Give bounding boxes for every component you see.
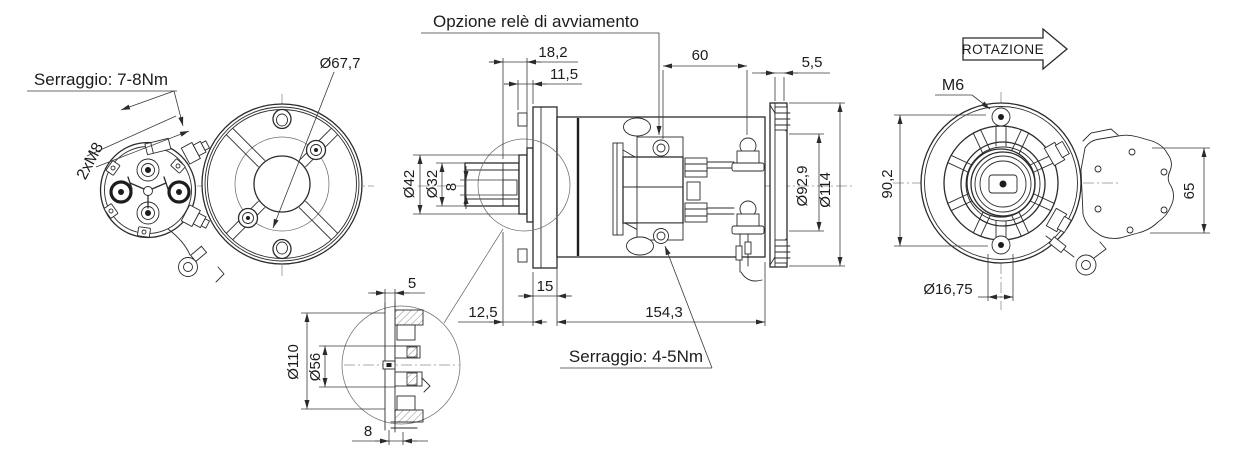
dim-spline-length-group: 18,2 (489, 44, 578, 159)
mounting-flange (517, 106, 558, 269)
stud-wires (735, 233, 763, 282)
relay-option-leader (421, 32, 662, 135)
wire-connector (190, 245, 208, 263)
rear-view: Serraggio: 7-8Nm 2xM8 Ø67,7 (27, 55, 374, 283)
detail-dim-plate: 5 (408, 275, 416, 292)
detail-dim-flange-dia: Ø110 (285, 344, 302, 380)
relay-bottom-nut (653, 228, 669, 244)
side-torque-label: Serraggio: 4-5Nm (569, 347, 703, 366)
dim-terminal-span-group: 60 (662, 47, 748, 139)
flange-screw-ne (305, 139, 327, 161)
flange-center-hole (253, 155, 311, 213)
relay-option-label: Opzione relè di avviamento (433, 12, 639, 31)
dim-cap-offset: 5,5 (802, 54, 823, 71)
relay-terminals (684, 157, 735, 223)
bolt-circle (234, 136, 330, 232)
dim-key-width: 8 (443, 183, 460, 191)
dim-bolt-span-group: 90,2 (879, 114, 988, 247)
dim-cap-offset-group: 5,5 (752, 54, 830, 101)
side-solenoid (612, 117, 765, 282)
dim-bolt-span: 90,2 (879, 169, 896, 198)
dim-cap-dia: Ø114 (817, 172, 834, 208)
dim-shaft-dia-group: Ø32 (424, 162, 465, 207)
cover-top-tab (1082, 128, 1119, 142)
front-view: ROTAZIONE M6 90,2 65 Ø16,75 (879, 27, 1210, 310)
dim-collar-dia-group: Ø42 (401, 154, 519, 215)
detail-dim-depth: 8 (364, 423, 372, 440)
dim-key-width-group: 8 (443, 166, 503, 209)
solenoid-wire (167, 228, 191, 256)
dim-cap-height: 65 (1181, 183, 1198, 200)
front-wire (1045, 235, 1107, 276)
cap-bolt-top (774, 106, 791, 131)
dim-shaft-dia: Ø32 (424, 170, 441, 198)
front-screw-label: M6 (942, 77, 964, 94)
side-view: Opzione relè di avviamento 18,2 11,5 60 (401, 12, 852, 369)
dim-body-length-group: 154,3 (557, 262, 766, 326)
m8-bolt-stack-top (180, 140, 211, 165)
dim-tip-length: 12,5 (468, 304, 497, 321)
detail-balloon-leader (443, 228, 504, 324)
front-hub (960, 141, 1046, 227)
rear-solenoid (99, 137, 225, 283)
detail-section (382, 300, 431, 433)
solenoid-cover-outline (1080, 134, 1174, 239)
detail-dim-bore-dia-group: Ø56 (307, 345, 395, 388)
ring-terminal (178, 257, 198, 277)
cover-holes (1094, 148, 1168, 234)
rotation-banner-label: ROTAZIONE (962, 42, 1044, 57)
detail-dim-bore-dia: Ø56 (307, 353, 324, 381)
terminal-mark (215, 266, 225, 283)
dim-pilot-length: 11,5 (550, 66, 578, 83)
relay-top-nut (652, 139, 670, 157)
rear-bolt-circle-dim: Ø67,7 (320, 55, 361, 72)
dim-cap-height-group: 65 (1150, 147, 1210, 234)
dim-flange-thickness-group: 15 (518, 264, 572, 326)
dim-pilot-length-group: 11,5 (504, 66, 582, 110)
output-shaft (464, 147, 534, 223)
cap-bolt-bottom (774, 239, 791, 264)
dim-spline-length: 18,2 (538, 44, 567, 61)
battery-stud-bottom (731, 200, 765, 235)
battery-stud-top (731, 137, 765, 172)
detail-view-balloon (341, 305, 461, 425)
detail-dim-depth-group: 8 (352, 423, 428, 445)
dim-tip-length-group: 12,5 (458, 232, 547, 326)
dim-hub-dia-group: Ø16,75 (923, 254, 1014, 301)
detail-view: 5 Ø110 Ø56 8 (285, 275, 461, 445)
dim-hub-dia: Ø16,75 (923, 281, 972, 298)
dim-body-length: 154,3 (645, 304, 683, 321)
rear-torque-label: Serraggio: 7-8Nm (34, 70, 168, 89)
cover-bolt-stack-bottom (1045, 207, 1072, 234)
detail-dim-flange-dia-group: Ø110 (285, 312, 385, 410)
dim-housing-dia: Ø92,9 (794, 166, 811, 207)
bolt-circle-leader (272, 71, 335, 229)
dim-collar-dia: Ø42 (401, 170, 418, 198)
m8-bolt-stack-bottom (180, 204, 211, 229)
detail-balloon (477, 138, 571, 232)
rotation-arrow-banner: ROTAZIONE (962, 27, 1069, 71)
terminal-divider (127, 176, 169, 209)
dim-housing-dia-group: Ø92,9 (789, 133, 824, 232)
cover-bolt-stack-top (1043, 140, 1070, 167)
detail-dim-plate-group: 5 (368, 275, 425, 303)
flange-screw-sw (237, 207, 259, 229)
solenoid-lugs (103, 158, 186, 238)
dim-terminal-span: 60 (692, 47, 709, 64)
dim-cap-dia-group: Ø114 (789, 102, 845, 267)
dim-flange-thickness: 15 (537, 278, 554, 295)
top-bracket (144, 137, 172, 156)
